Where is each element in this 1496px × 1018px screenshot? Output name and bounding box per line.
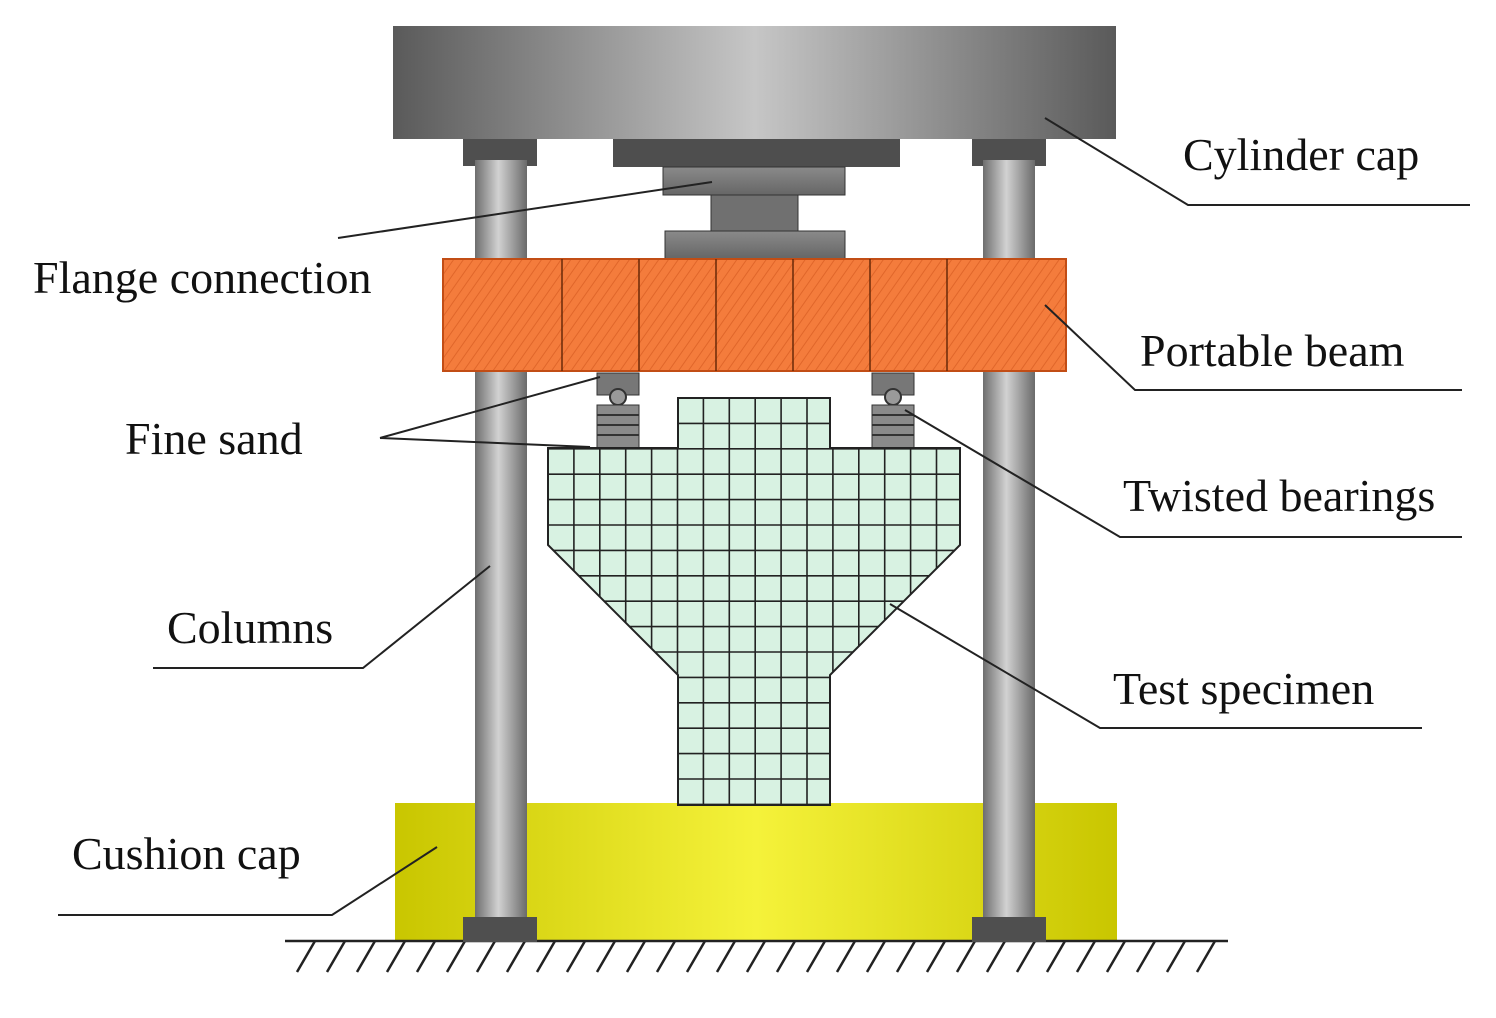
left-twisted-bearing xyxy=(596,372,640,449)
left-column-base-block xyxy=(463,917,537,942)
fine-sand-leader-2 xyxy=(379,437,591,448)
test-specimen xyxy=(547,397,961,806)
columns-leader xyxy=(153,565,491,669)
label-columns: Columns xyxy=(167,602,333,653)
twisted-bearings-leader xyxy=(904,409,1462,538)
leader-lines xyxy=(58,117,1470,916)
fine-sand-leader-1 xyxy=(379,376,601,439)
flange-connection-leader xyxy=(337,181,713,239)
label-flange-connection: Flange connection xyxy=(33,252,372,303)
cylinder-cap-leader xyxy=(1044,117,1470,206)
cylinder-cap xyxy=(393,26,1116,139)
test-specimen-leader xyxy=(889,603,1422,729)
flange-connection xyxy=(613,139,900,260)
label-twisted-bearings: Twisted bearings xyxy=(1123,470,1435,521)
right-twisted-bearing xyxy=(871,372,915,449)
label-portable-beam: Portable beam xyxy=(1140,325,1405,376)
label-test-specimen: Test specimen xyxy=(1113,663,1374,714)
ground xyxy=(285,939,1228,973)
right-column-base-block xyxy=(972,917,1046,942)
portable-beam-leader xyxy=(1044,304,1462,391)
label-cylinder-cap: Cylinder cap xyxy=(1183,129,1419,180)
label-fine-sand: Fine sand xyxy=(125,413,303,464)
cushion-cap-leader xyxy=(58,846,438,916)
label-cushion-cap: Cushion cap xyxy=(72,828,301,879)
portable-beam xyxy=(442,258,1067,372)
